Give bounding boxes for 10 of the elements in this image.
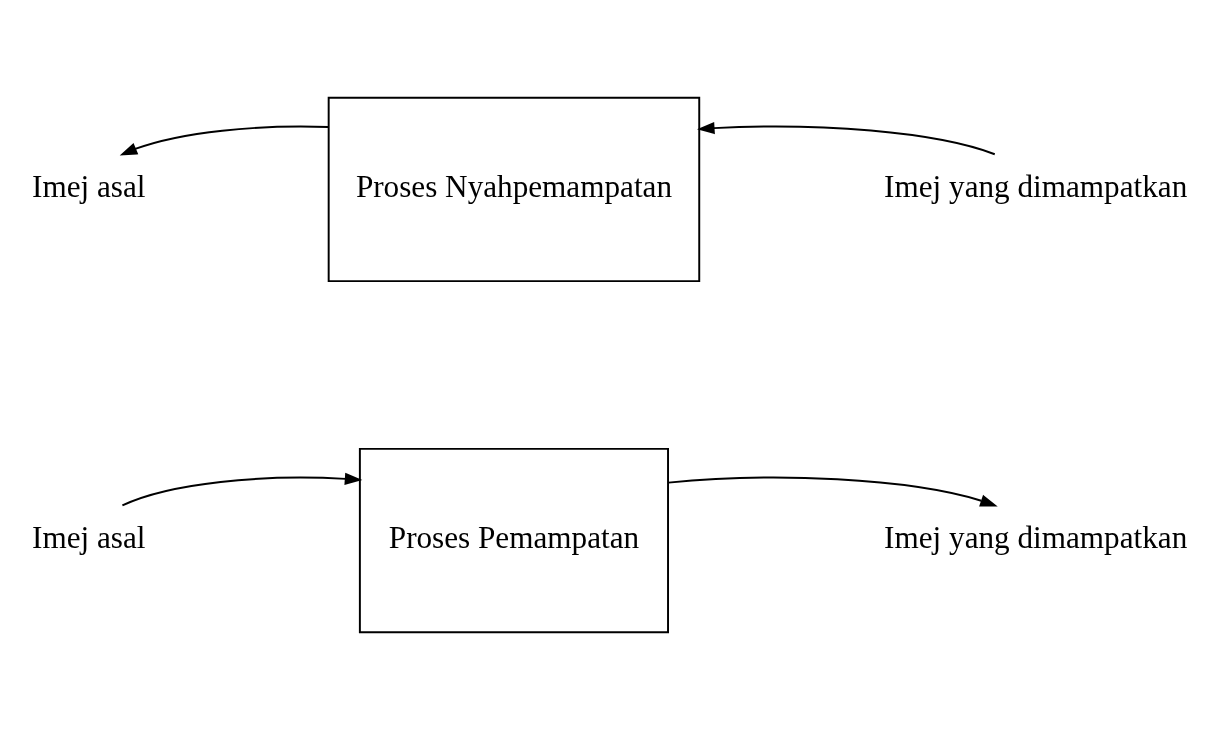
node-text: Imej asal (32, 519, 146, 555)
arrow (667, 476, 998, 507)
arrow (121, 472, 363, 507)
node-text: Imej yang dimampatkan (884, 168, 1188, 204)
arrow (119, 125, 330, 156)
node-text: Imej asal (32, 168, 146, 204)
node-text: Imej yang dimampatkan (884, 519, 1188, 555)
node-box: Proses Nyahpemampatan (327, 96, 701, 283)
node-box: Proses Pemampatan (358, 447, 669, 634)
arrow (696, 121, 996, 156)
